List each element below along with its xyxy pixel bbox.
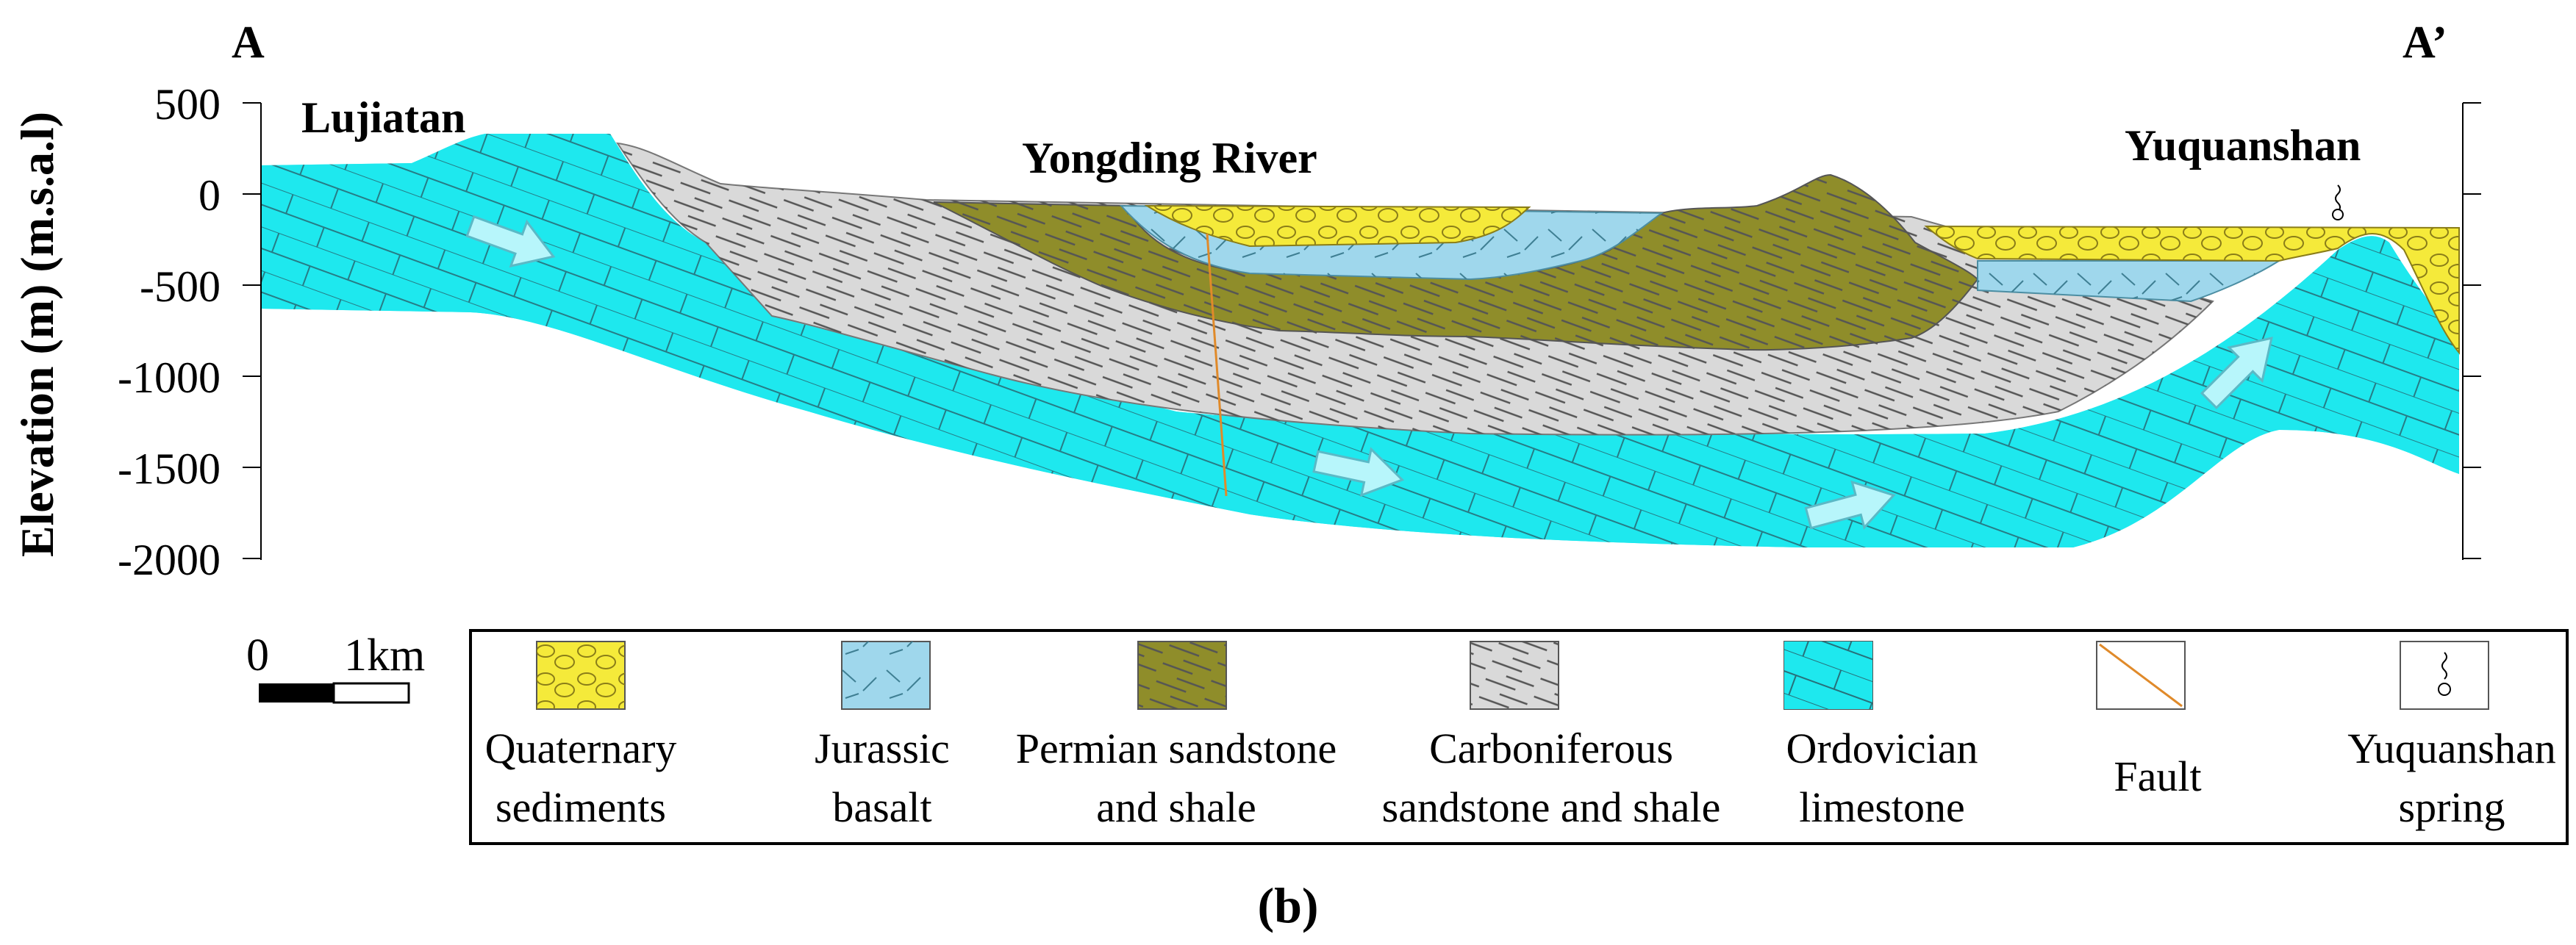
- scale-end-label: 1km: [344, 630, 425, 680]
- legend-label: and shale: [1096, 783, 1256, 831]
- tick-label-minus-1000: -1000: [118, 353, 221, 402]
- legend-label: Quaternary: [485, 725, 677, 772]
- legend-item-carboniferous: Carboniferous sandstone and shale: [1382, 641, 1721, 831]
- right-axis: [2462, 102, 2481, 560]
- legend-label: Fault: [2114, 752, 2201, 800]
- legend-label: spring: [2399, 783, 2505, 831]
- section-end-label: A’: [2403, 18, 2447, 68]
- tick-label-minus-1500: -1500: [118, 445, 221, 493]
- legend-label: basalt: [832, 783, 931, 831]
- legend-label: Permian sandstone: [1016, 725, 1337, 772]
- ordovician-limestone-unit: [261, 134, 2459, 547]
- scale-start-label: 0: [246, 630, 269, 680]
- tick-label-minus-2000: -2000: [118, 536, 221, 584]
- quaternary-unit: [1144, 204, 2460, 355]
- spring-symbol: [2332, 184, 2344, 220]
- tick-label-minus-500: -500: [140, 262, 221, 311]
- place-label-lujiatan: Lujiatan: [301, 93, 465, 142]
- figure-caption: (b): [1257, 877, 1318, 933]
- fault-line: [1206, 233, 1228, 497]
- legend-label: Jurassic: [815, 725, 950, 772]
- legend-item-quaternary: Quaternary sediments: [485, 641, 677, 831]
- legend-item-fault: Fault: [2096, 641, 2202, 800]
- place-label-yuquanshan: Yuquanshan: [2125, 121, 2361, 170]
- tick-label-500: 500: [154, 80, 221, 129]
- axis-title: Elevation (m) (m.s.a.l): [11, 112, 63, 557]
- tick-label-0: 0: [198, 171, 221, 220]
- legend-label: limestone: [1799, 783, 1965, 831]
- legend-item-jurassic: Jurassic basalt: [815, 641, 950, 831]
- legend-item-permian: Permian sandstone and shale: [1016, 641, 1337, 831]
- legend-label: sandstone and shale: [1382, 783, 1721, 831]
- legend: Quaternary sediments Jurassic basalt Per…: [469, 629, 2569, 845]
- legend-label: Yuquanshan: [2347, 725, 2556, 772]
- legend-label: Carboniferous: [1429, 725, 1673, 772]
- legend-item-spring: Yuquanshan spring: [2347, 641, 2556, 831]
- legend-label: sediments: [495, 783, 666, 831]
- legend-label: Ordovician: [1786, 725, 1978, 772]
- legend-item-ordovician: Ordovician limestone: [1783, 641, 1978, 831]
- elevation-axis: 500 0 -500 -1000 -1500 -2000 Elevation (…: [11, 80, 262, 584]
- scale-bar: 0 1km: [246, 630, 425, 704]
- place-label-yongding-river: Yongding River: [1022, 134, 1317, 182]
- section-start-label: A: [232, 18, 265, 68]
